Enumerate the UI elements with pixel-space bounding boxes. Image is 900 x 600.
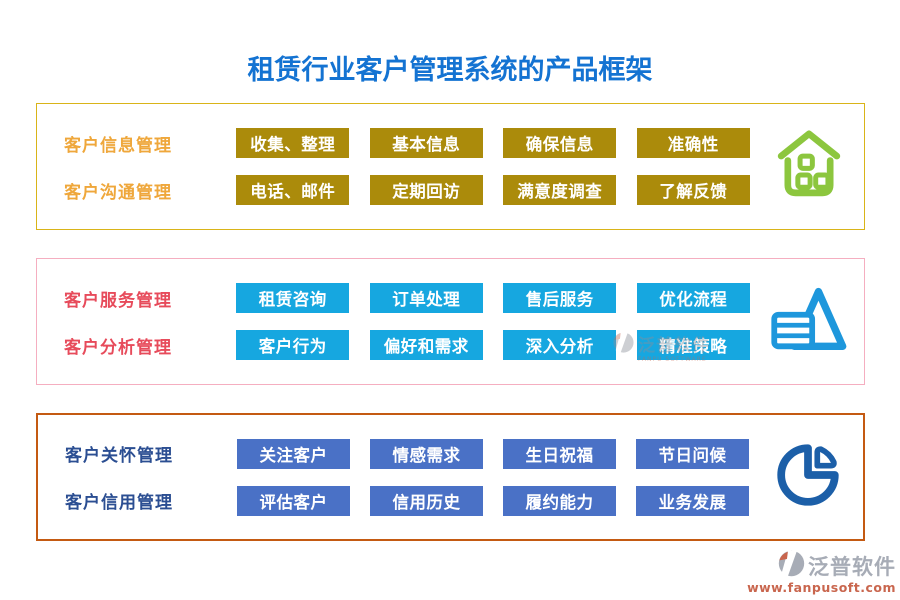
row-customer-communication: 客户沟通管理 电话、邮件 定期回访 满意度调查 了解反馈 [64,175,760,205]
feature-button: 评估客户 [237,485,350,516]
row-label: 客户分析管理 [64,337,172,358]
feature-button: 确保信息 [503,128,617,158]
feature-button: 履约能力 [503,485,616,516]
feature-button: 客户行为 [236,330,350,360]
row-customer-service: 客户服务管理 租赁咨询 订单处理 售后服务 优化流程 [64,283,760,313]
section-customer-info-communication: 客户信息管理 收集、整理 基本信息 确保信息 准确性 客户沟通管理 电话、邮件 … [36,103,865,230]
brand-url: www.fanpusoft.com [747,580,896,595]
row-label: 客户关怀管理 [65,446,173,466]
brand-name: 泛普软件 [808,554,896,579]
feature-button: 关注客户 [237,438,350,469]
feature-button: 定期回访 [369,175,483,205]
section-customer-care-credit: 客户关怀管理 关注客户 情感需求 生日祝福 节日问候 客户信用管理 评估客户 信… [36,413,865,541]
feature-button: 节日问候 [636,438,749,469]
feature-button: 售后服务 [503,283,617,313]
row-customer-info: 客户信息管理 收集、整理 基本信息 确保信息 准确性 [64,128,760,158]
feature-button: 租赁咨询 [236,283,350,313]
feature-button: 基本信息 [369,128,483,158]
feature-button: 情感需求 [370,438,483,469]
feature-button: 了解反馈 [636,175,750,205]
pyramid-list-icon [769,282,849,362]
feature-button: 精准策略 [636,330,750,360]
feature-button: 优化流程 [636,283,750,313]
feature-button: 信用历史 [370,485,483,516]
feature-button: 偏好和需求 [369,330,483,360]
house-icon [773,126,845,208]
feature-button: 生日祝福 [503,438,616,469]
section-customer-service-analysis: 客户服务管理 租赁咨询 订单处理 售后服务 优化流程 客户分析管理 客户行为 偏… [36,258,865,385]
row-label: 客户信用管理 [65,493,173,513]
row-label: 客户服务管理 [64,290,172,311]
row-label: 客户沟通管理 [64,182,172,203]
feature-button: 深入分析 [503,330,617,360]
footer-brand: 泛普软件 www.fanpusoft.com [747,549,896,595]
row-customer-care: 客户关怀管理 关注客户 情感需求 生日祝福 节日问候 [65,438,759,469]
row-customer-credit: 客户信用管理 评估客户 信用历史 履约能力 业务发展 [65,485,759,516]
feature-button: 满意度调查 [503,175,617,205]
feature-button: 电话、邮件 [236,175,350,205]
pie-chart-icon [775,442,841,512]
feature-button: 业务发展 [636,485,749,516]
fanpu-logo-icon [777,549,806,582]
feature-button: 收集、整理 [236,128,350,158]
row-customer-analysis: 客户分析管理 客户行为 偏好和需求 深入分析 精准策略 [64,330,760,360]
page-title: 租赁行业客户管理系统的产品框架 [247,55,653,86]
feature-button: 准确性 [636,128,750,158]
row-label: 客户信息管理 [64,135,172,156]
feature-button: 订单处理 [369,283,483,313]
